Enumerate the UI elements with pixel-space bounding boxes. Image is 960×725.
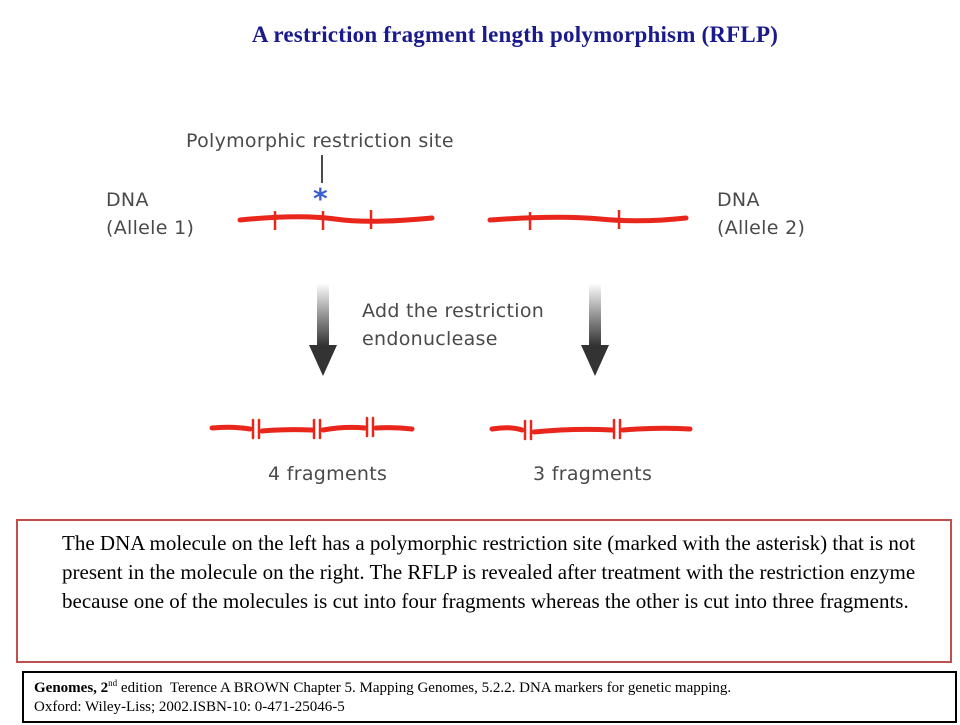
allele-2-line2: (Allele 2) (717, 217, 806, 239)
allele-1-line2: (Allele 1) (106, 217, 195, 239)
reference-line-2: Oxford: Wiley-Liss; 2002.ISBN-10: 0-471-… (34, 699, 345, 715)
reference-text: Genomes, 2nd edition Terence A BROWN Cha… (34, 679, 949, 717)
fragments-4 (209, 416, 415, 440)
fragments-3 (489, 418, 693, 441)
reference-line-1: Genomes, 2nd edition Terence A BROWN Cha… (34, 679, 949, 698)
step-label-line1: Add the restriction (362, 300, 545, 322)
dna-allele-1 (237, 210, 435, 230)
page-title: A restriction fragment length polymorphi… (251, 22, 779, 47)
down-arrow-right (581, 283, 609, 376)
result-label-right: 3 fragments (533, 463, 653, 485)
allele-1-line1: DNA (106, 189, 149, 211)
asterisk-marker: * (313, 182, 328, 215)
dna-allele-2 (487, 210, 689, 230)
reference-line-1-rest: Terence A BROWN Chapter 5. Mapping Genom… (162, 680, 732, 696)
caption-text: The DNA molecule on the left has a polym… (62, 531, 916, 613)
step-label-line2: endonuclease (362, 328, 498, 350)
reference-edition-sup: nd (108, 678, 118, 688)
polymorphic-site-label: Polymorphic restriction site (186, 130, 454, 152)
allele-2-line1: DNA (717, 189, 760, 211)
reference-book: Genomes, 2 (34, 680, 109, 696)
down-arrow-left (309, 283, 337, 376)
reference-edition: edition (117, 680, 163, 696)
caption-box: The DNA molecule on the left has a polym… (16, 519, 952, 663)
result-label-left: 4 fragments (268, 463, 388, 485)
reference-box: Genomes, 2nd edition Terence A BROWN Cha… (22, 671, 957, 723)
